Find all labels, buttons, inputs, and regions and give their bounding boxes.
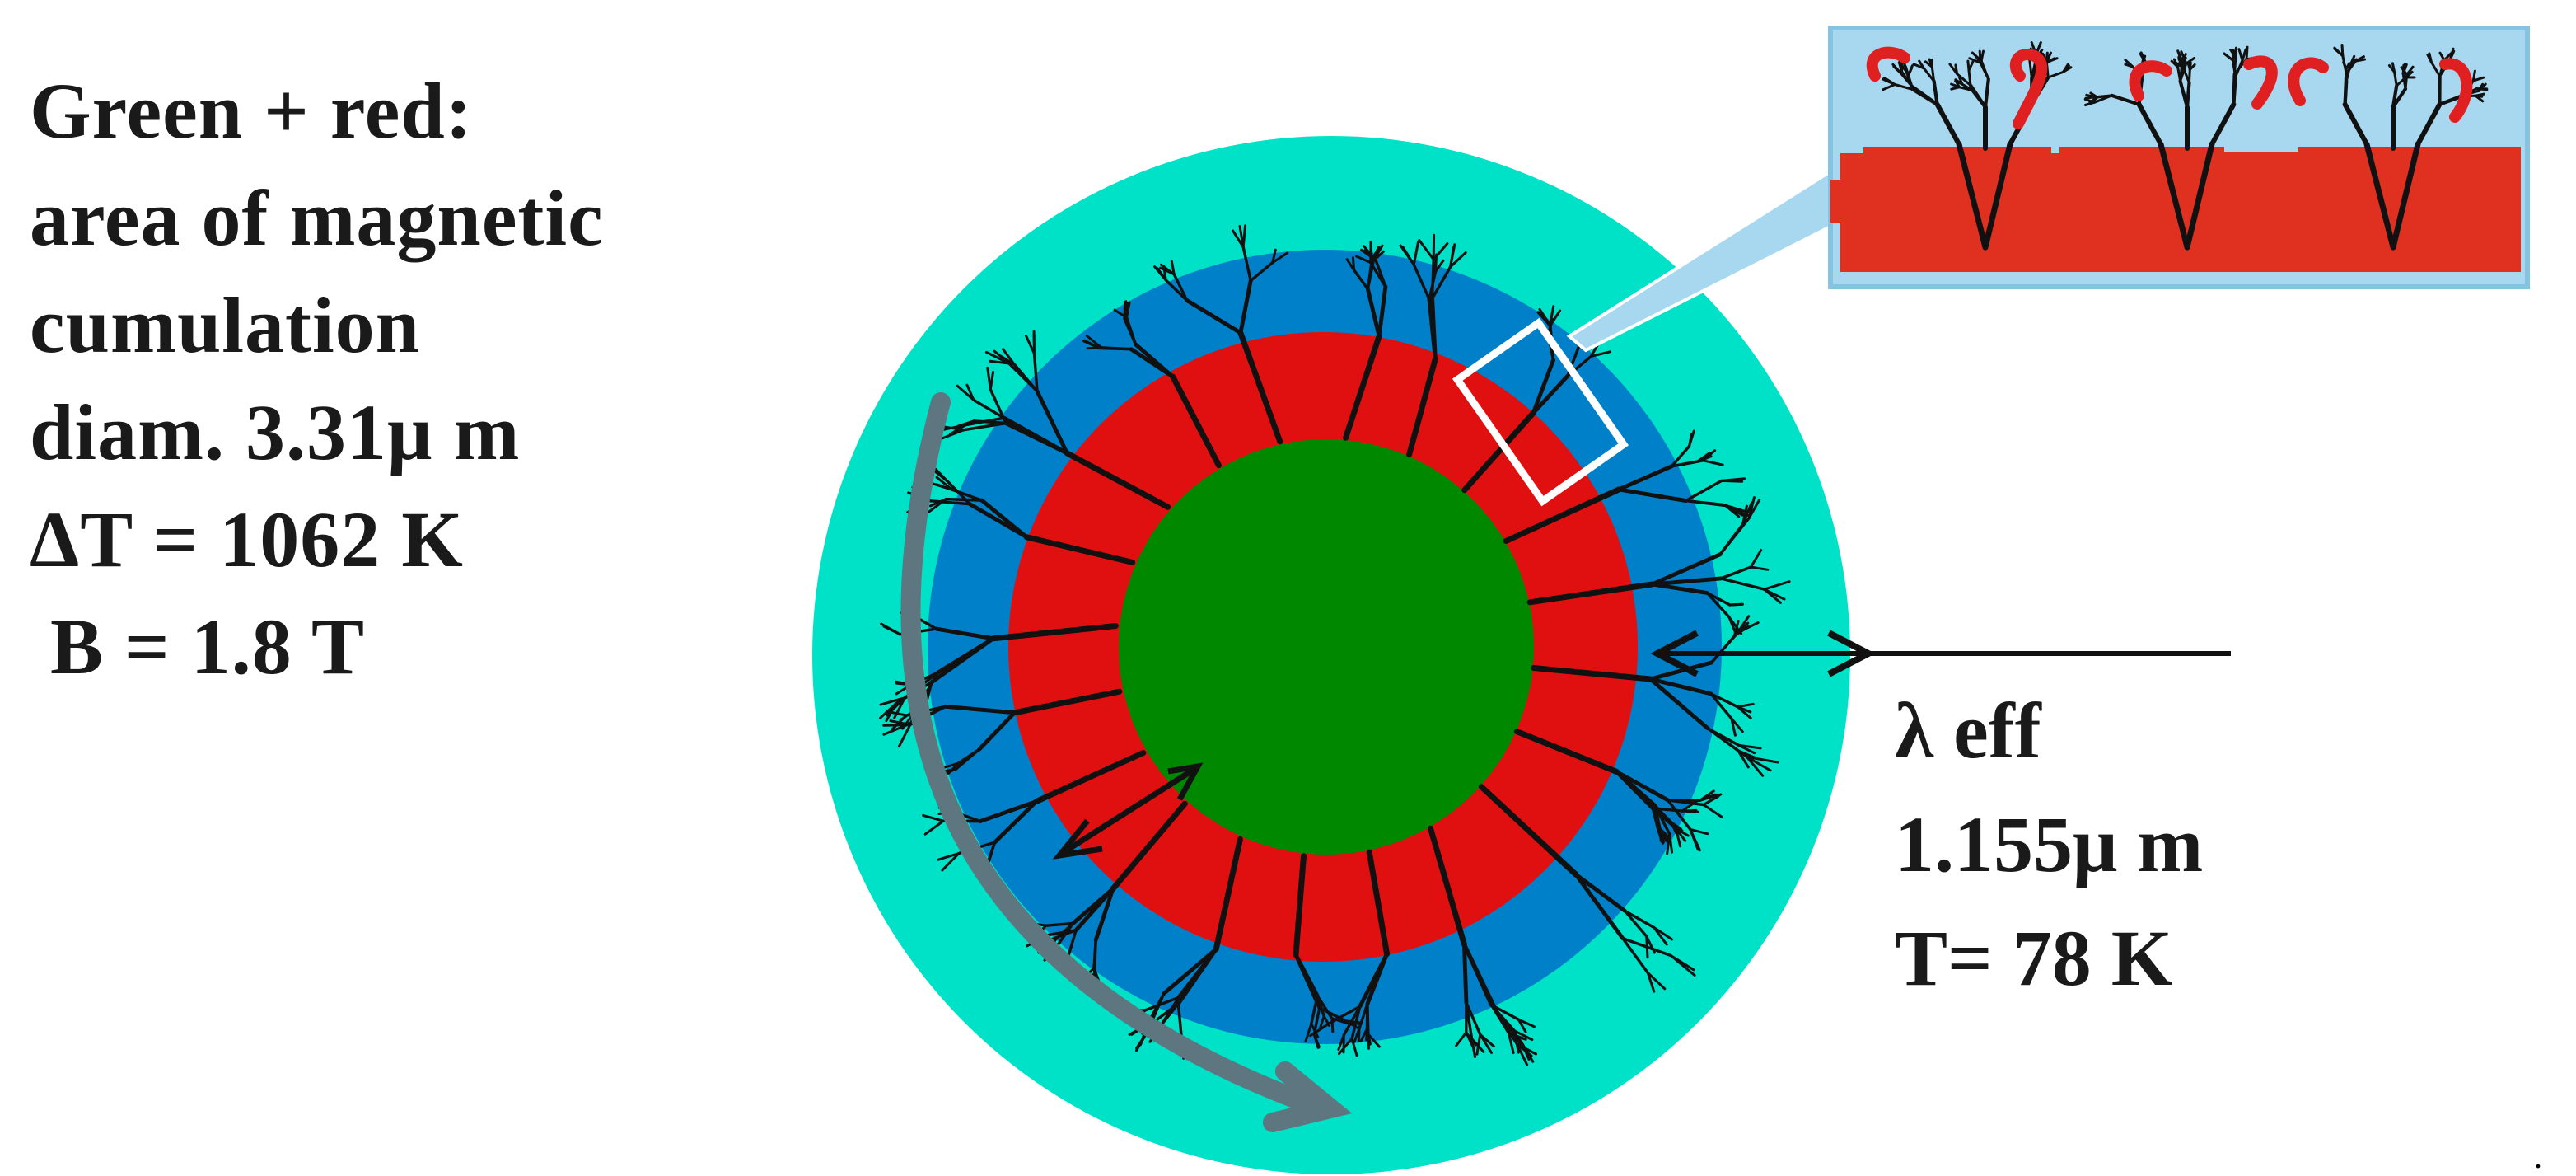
inset-dendrite-segment [2345,73,2347,104]
left-label-line6: B = 1.8 T [30,593,604,700]
left-label-line4: diam. 3.31μ m [30,379,604,486]
dendrite-segment [1332,1019,1333,1032]
inset-dendrite-segment [2187,82,2190,107]
inset-dendrite-segment [2233,77,2235,105]
inset-dendrite-segment [2046,53,2047,61]
left-annotation: Green + red: area of magnetic cumulation… [30,58,604,700]
dendrite-segment [1730,604,1743,605]
dendrite-segment [1367,1004,1368,1034]
dendrite-segment [946,499,981,501]
dendrite-segment [1722,480,1742,481]
dendrite-segment [1436,255,1437,272]
dendrite-segment [1094,940,1096,968]
inset-zoom-panel [1830,28,2527,287]
dendrite-segment [1124,302,1125,318]
dendrite-segment [1682,811,1698,812]
inset-dendrite-segment [1956,65,1957,74]
right-annotation: λ eff 1.155μ m T= 78 K [1895,674,2203,1015]
left-label-line1: Green + red: [30,58,604,165]
left-label-line2: area of magnetic [30,165,604,272]
corner-mark: . [2534,1137,2542,1176]
inset-dendrite-segment [2097,96,2112,97]
inset-dendrite-segment [2405,75,2407,89]
right-label-line3: T= 78 K [1895,902,2203,1015]
left-label-line3: cumulation [30,272,604,379]
left-label-line5: ΔT = 1062 K [30,486,604,593]
right-label-line2: 1.155μ m [1895,788,2203,902]
right-label-line1: λ eff [1895,674,2203,788]
